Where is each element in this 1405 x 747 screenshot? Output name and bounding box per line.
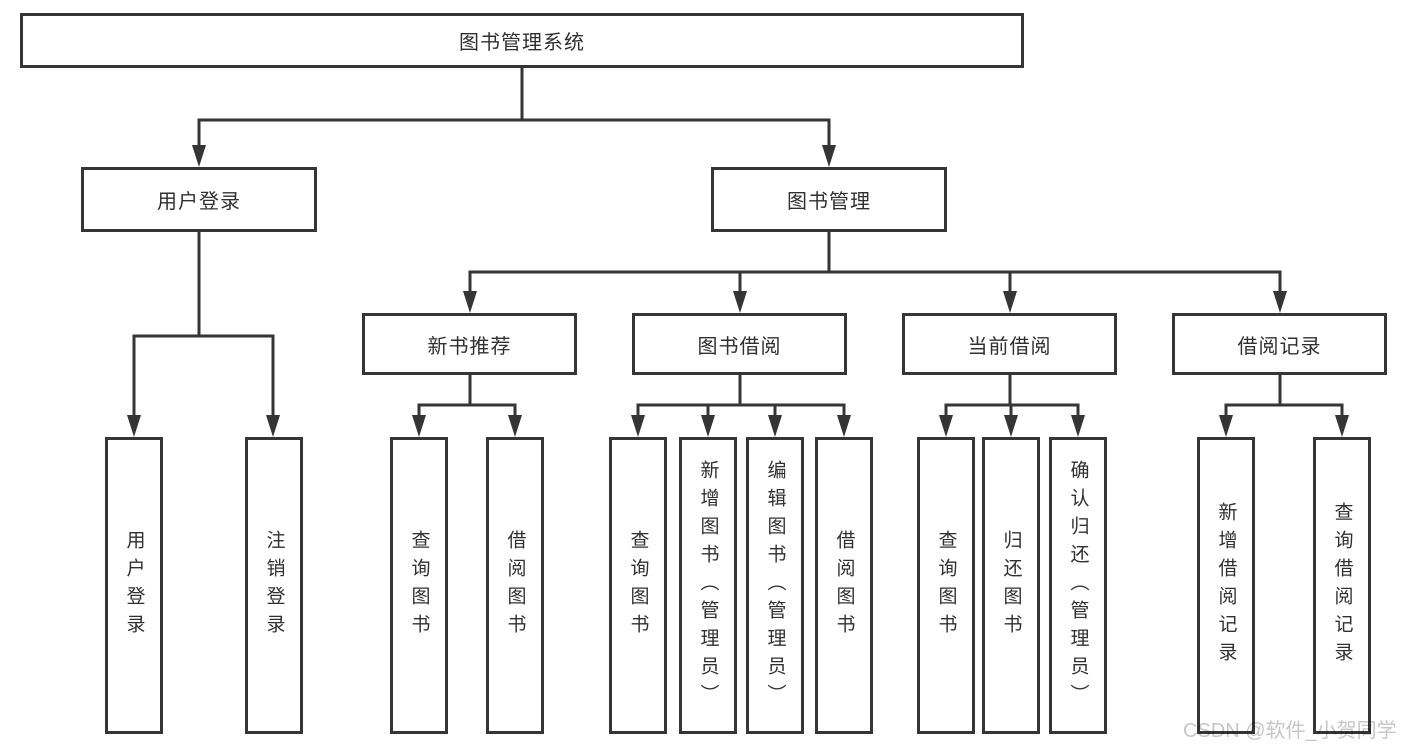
edge-borrow-records-to-leaves: [1224, 375, 1344, 418]
arrowheads-level2: [463, 291, 1287, 313]
node-label: 查询图书: [408, 529, 430, 642]
leaf-edit-books-admin: 编辑图书（管理员）: [746, 437, 804, 734]
node-label: 图书借阅: [697, 335, 782, 358]
edge-root-to-level1: [197, 68, 831, 148]
arrowheads-book-borrow-leaves: [631, 415, 851, 437]
leaf-borrow-books: 借阅图书: [815, 437, 873, 734]
edge-new-book-recommend-to-leaves: [417, 375, 517, 418]
node-label: 查询图书: [935, 529, 957, 642]
edge-book-management-to-level2: [468, 232, 1282, 294]
leaf-add-books-admin: 新增图书（管理员）: [679, 437, 737, 734]
node-label: 新增图书（管理员）: [697, 459, 719, 712]
leaf-borrow-books-recommend: 借阅图书: [486, 437, 544, 734]
node-label: 用户登录: [123, 529, 145, 642]
node-book-management: 图书管理: [711, 167, 947, 232]
node-label: 图书管理系统: [459, 32, 585, 54]
node-book-borrow: 图书借阅: [632, 313, 847, 375]
node-new-book-recommend: 新书推荐: [362, 313, 577, 375]
edge-current-borrow-to-leaves: [944, 375, 1080, 418]
node-label: 图书管理: [787, 191, 871, 213]
leaf-query-books-recommend: 查询图书: [390, 437, 448, 734]
node-label: 借阅图书: [504, 529, 526, 642]
node-label: 新书推荐: [427, 335, 512, 358]
arrowheads-current-borrow-leaves: [939, 415, 1085, 437]
node-label: 当前借阅: [967, 335, 1052, 358]
leaf-confirm-return-admin: 确认归还（管理员）: [1049, 437, 1107, 734]
node-label: 查询借阅记录: [1331, 501, 1353, 670]
node-current-borrow: 当前借阅: [902, 313, 1117, 375]
leaf-user-login: 用户登录: [105, 437, 163, 734]
leaf-return-books: 归还图书: [982, 437, 1040, 734]
edge-user-login-to-leaves: [132, 232, 275, 418]
node-label: 借阅图书: [833, 529, 855, 642]
node-label: 用户登录: [157, 191, 241, 213]
node-label: 注销登录: [263, 529, 285, 642]
node-borrow-records: 借阅记录: [1172, 313, 1387, 375]
node-label: 归还图书: [1000, 529, 1022, 642]
leaf-add-borrow-record: 新增借阅记录: [1197, 437, 1255, 734]
leaf-query-borrow-record: 查询借阅记录: [1313, 437, 1371, 734]
node-label: 查询图书: [627, 529, 649, 642]
edge-book-borrow-to-leaves: [636, 375, 846, 418]
watermark: CSDN @软件_小贺同学: [1183, 720, 1397, 742]
arrowheads-root-to-level1: [192, 145, 836, 167]
node-user-login: 用户登录: [81, 167, 317, 232]
node-label: 编辑图书（管理员）: [764, 459, 786, 712]
leaf-logout: 注销登录: [245, 437, 303, 734]
node-label: 借阅记录: [1237, 335, 1322, 358]
leaf-query-books-current: 查询图书: [917, 437, 975, 734]
node-label: 确认归还（管理员）: [1067, 459, 1089, 712]
node-library-management-system: 图书管理系统: [20, 13, 1024, 68]
arrowheads-borrow-records-leaves: [1219, 415, 1349, 437]
arrowheads-user-login-leaves: [127, 415, 280, 437]
arrowheads-new-book-leaves: [412, 415, 522, 437]
node-label: 新增借阅记录: [1215, 501, 1237, 670]
leaf-query-books-borrow: 查询图书: [609, 437, 667, 734]
